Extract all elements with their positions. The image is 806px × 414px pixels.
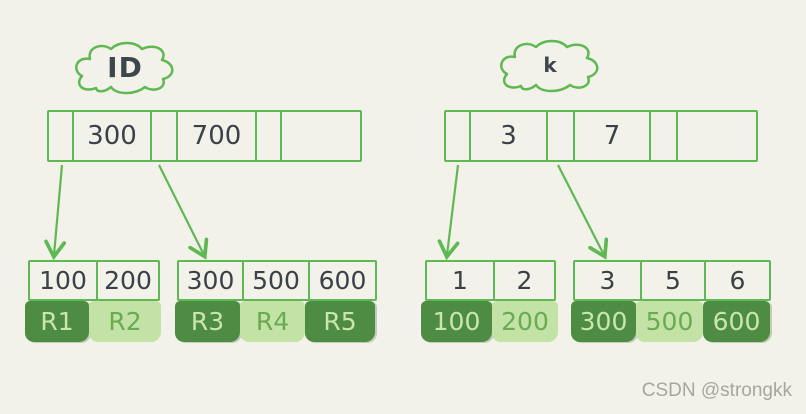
- key-cell: 3: [469, 110, 548, 162]
- id-leaf1-keys: 100 200: [28, 260, 160, 301]
- arrow-k-root-to-leaf2: [557, 164, 609, 260]
- leaf-key-cell: 5: [640, 260, 706, 301]
- arrow-id-root-to-leaf1: [44, 164, 67, 261]
- record-block: R2: [89, 301, 161, 342]
- k-leaf1-keys: 1 2: [425, 260, 556, 301]
- arrow-id-root-to-leaf2: [158, 164, 209, 260]
- pointer-cell: [255, 110, 282, 162]
- leaf-key-cell: 2: [493, 260, 556, 301]
- record-block: 100: [421, 301, 492, 342]
- pointer-cell: [47, 110, 74, 162]
- k-index-label: k: [543, 53, 557, 77]
- leaf-key-cell: 500: [242, 260, 310, 301]
- record-block: 500: [636, 301, 703, 342]
- record-block: R3: [175, 301, 240, 342]
- record-block: 200: [492, 301, 558, 342]
- id-leaf2-records: R3 R4 R5: [175, 301, 375, 342]
- id-leaf1-records: R1 R2: [25, 301, 161, 342]
- id-leaf2-keys: 300 500 600: [177, 260, 377, 301]
- leaf-key-cell: 200: [96, 260, 160, 301]
- leaf-key-cell: 100: [28, 260, 98, 301]
- pointer-cell: [444, 110, 471, 162]
- pointer-cell: [546, 110, 575, 162]
- leaf-key-cell: 600: [308, 260, 377, 301]
- leaf-key-cell: 300: [177, 260, 244, 301]
- pointer-cell: [150, 110, 178, 162]
- key-cell: 700: [176, 110, 257, 162]
- record-block: R5: [305, 301, 375, 342]
- empty-cell: [676, 110, 758, 162]
- leaf-key-cell: 3: [573, 260, 642, 301]
- record-block: R1: [25, 301, 89, 342]
- k-leaf2-values: 300 500 600: [571, 301, 770, 342]
- empty-cell: [280, 110, 362, 162]
- leaf-key-cell: 1: [425, 260, 495, 301]
- record-block: 600: [703, 301, 770, 342]
- record-block: R4: [240, 301, 305, 342]
- id-root-node: 300 700: [47, 110, 362, 162]
- k-root-node: 3 7: [444, 110, 758, 162]
- id-index-label: ID: [107, 50, 143, 84]
- key-cell: 7: [573, 110, 651, 162]
- pointer-cell: [649, 110, 678, 162]
- record-block: 300: [571, 301, 636, 342]
- watermark: CSDN @strongkk: [641, 380, 792, 401]
- key-cell: 300: [72, 110, 152, 162]
- k-leaf2-keys: 3 5 6: [573, 260, 771, 301]
- leaf-key-cell: 6: [704, 260, 771, 301]
- k-leaf1-values: 100 200: [421, 301, 558, 342]
- arrow-k-root-to-leaf1: [437, 164, 460, 261]
